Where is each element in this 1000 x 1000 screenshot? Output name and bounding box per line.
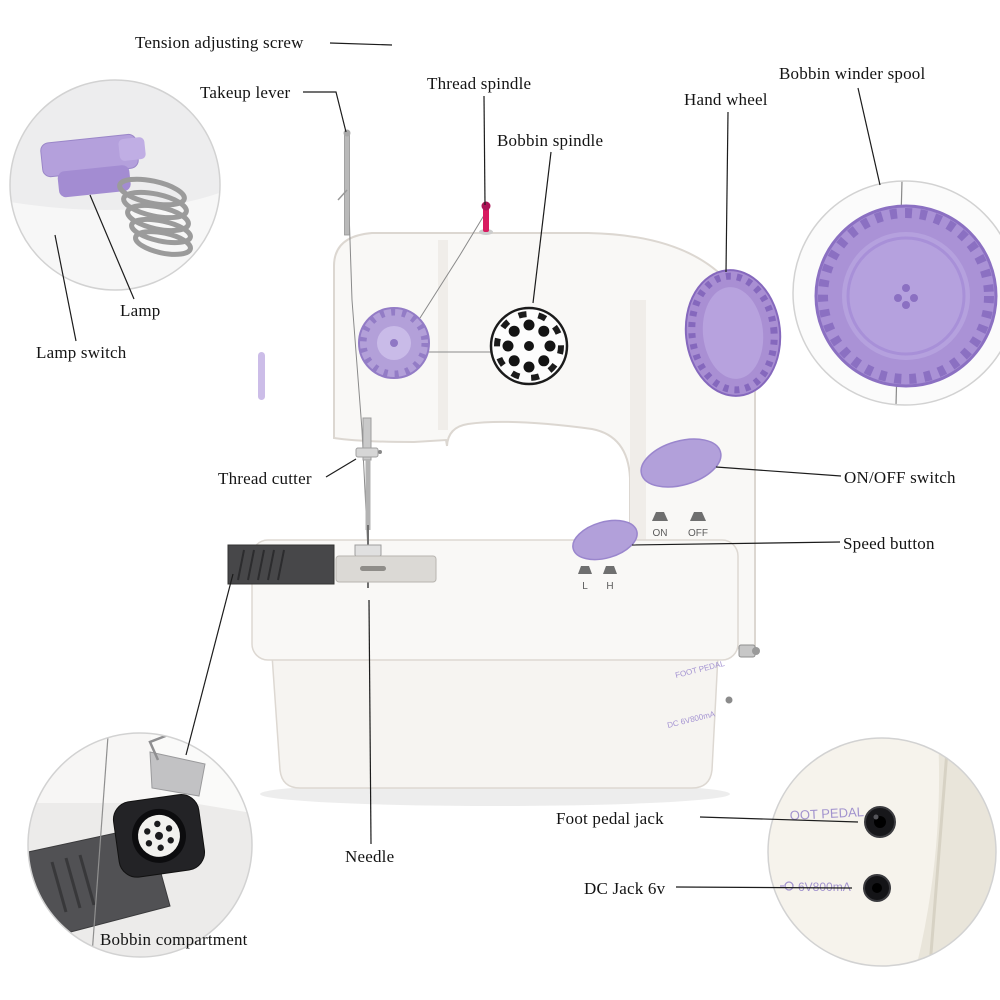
speed-markings: L H xyxy=(578,566,617,592)
on-text: ON xyxy=(653,528,668,539)
lamp-strip xyxy=(258,352,265,400)
inset-dc-text: 6V800mA xyxy=(798,880,851,894)
label-dc-jack: DC Jack 6v xyxy=(584,879,666,898)
label-thread-spindle: Thread spindle xyxy=(427,74,532,93)
spring-coil xyxy=(117,176,193,257)
thread-spindle-pin xyxy=(479,201,493,235)
leader-bobbin-compartment xyxy=(185,573,234,756)
leader-dc-jack xyxy=(675,886,853,889)
leader-speed-button xyxy=(631,541,841,546)
tension-dial xyxy=(358,307,430,379)
takeup-lever-rod xyxy=(337,129,351,236)
label-bobbin-spindle: Bobbin spindle xyxy=(497,131,604,150)
bobbin-spindle-wheel xyxy=(489,306,569,386)
off-text: OFF xyxy=(688,528,708,539)
inset-lamp xyxy=(9,79,221,291)
leader-thread-cutter xyxy=(325,458,357,478)
leader-lamp-switch xyxy=(54,234,77,342)
on-off-markings: ON OFF xyxy=(652,512,708,539)
spool-center-detail xyxy=(894,284,918,309)
machine-foot-pedal-jack xyxy=(738,644,760,658)
label-lamp: Lamp xyxy=(120,301,161,320)
leader-tension-adjusting-screw xyxy=(329,42,393,46)
on-off-switch-button[interactable] xyxy=(636,431,727,496)
leader-thread-spindle xyxy=(483,95,486,206)
speed-high-text: H xyxy=(606,581,613,592)
leader-takeup-lever xyxy=(303,91,347,133)
speed-low-text: L xyxy=(582,581,588,592)
label-needle: Needle xyxy=(345,847,395,866)
leader-on-off-switch xyxy=(715,466,842,477)
needle-plate xyxy=(227,544,437,585)
label-thread-cutter: Thread cutter xyxy=(218,469,312,488)
label-tension-adjusting-screw: Tension adjusting screw xyxy=(135,33,304,52)
inset-bobbin-compartment xyxy=(27,732,253,958)
label-lamp-switch: Lamp switch xyxy=(36,343,127,362)
hand-wheel-knob xyxy=(684,269,782,397)
label-on-off-switch: ON/OFF switch xyxy=(844,468,956,487)
inset-foot-pedal-text: OOT PEDAL xyxy=(789,804,864,823)
label-foot-pedal-jack: Foot pedal jack xyxy=(556,809,664,828)
inset-bobbin-winder-spool xyxy=(792,180,1000,406)
leader-needle xyxy=(368,599,372,845)
leader-foot-pedal-jack xyxy=(699,816,859,823)
bobbin-case xyxy=(112,794,206,878)
label-bobbin-winder-spool: Bobbin winder spool xyxy=(779,64,926,83)
leader-lamp xyxy=(89,194,135,300)
leader-lines xyxy=(54,42,881,889)
label-bobbin-compartment: Bobbin compartment xyxy=(100,930,248,949)
leader-bobbin-spindle xyxy=(532,151,552,304)
label-speed-button: Speed button xyxy=(843,534,935,553)
inset-jacks: OOT PEDAL 6V800mA xyxy=(767,737,997,967)
label-takeup-lever: Takeup lever xyxy=(200,83,291,102)
label-hand-wheel: Hand wheel xyxy=(684,90,768,109)
speed-button-control[interactable] xyxy=(568,514,641,567)
leader-hand-wheel xyxy=(725,111,729,273)
leader-bobbin-winder-spool xyxy=(857,87,881,186)
